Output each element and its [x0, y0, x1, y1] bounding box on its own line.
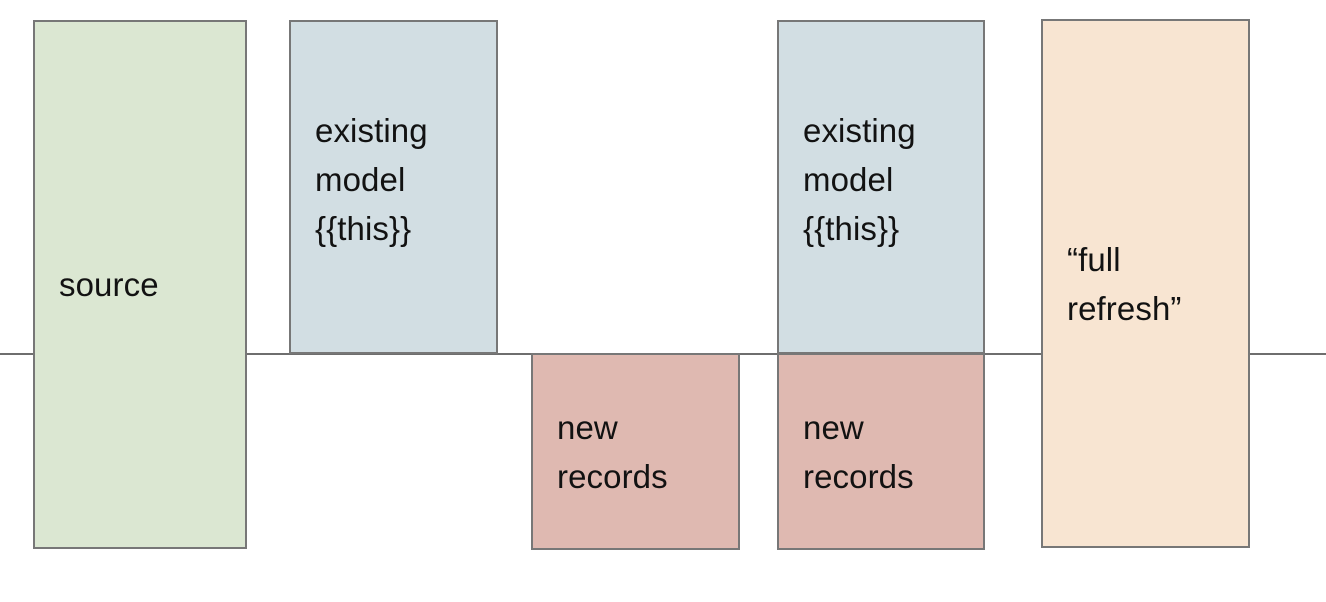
- box-full-refresh[interactable]: “full refresh”: [1041, 19, 1250, 548]
- box-new-records-right[interactable]: new records: [777, 353, 985, 550]
- box-source-label: source: [59, 266, 159, 303]
- box-full-refresh-label: “full refresh”: [1067, 240, 1182, 327]
- box-source[interactable]: source: [33, 20, 247, 549]
- box-existing-model-right[interactable]: existing model {{this}}: [777, 20, 985, 354]
- box-existing-model-right-label: existing model {{this}}: [803, 112, 916, 247]
- box-existing-model-left-label: existing model {{this}}: [315, 112, 428, 247]
- box-new-records-left-label: new records: [557, 408, 668, 495]
- box-new-records-left[interactable]: new records: [531, 353, 740, 550]
- box-existing-model-left[interactable]: existing model {{this}}: [289, 20, 498, 354]
- box-new-records-right-label: new records: [803, 408, 914, 495]
